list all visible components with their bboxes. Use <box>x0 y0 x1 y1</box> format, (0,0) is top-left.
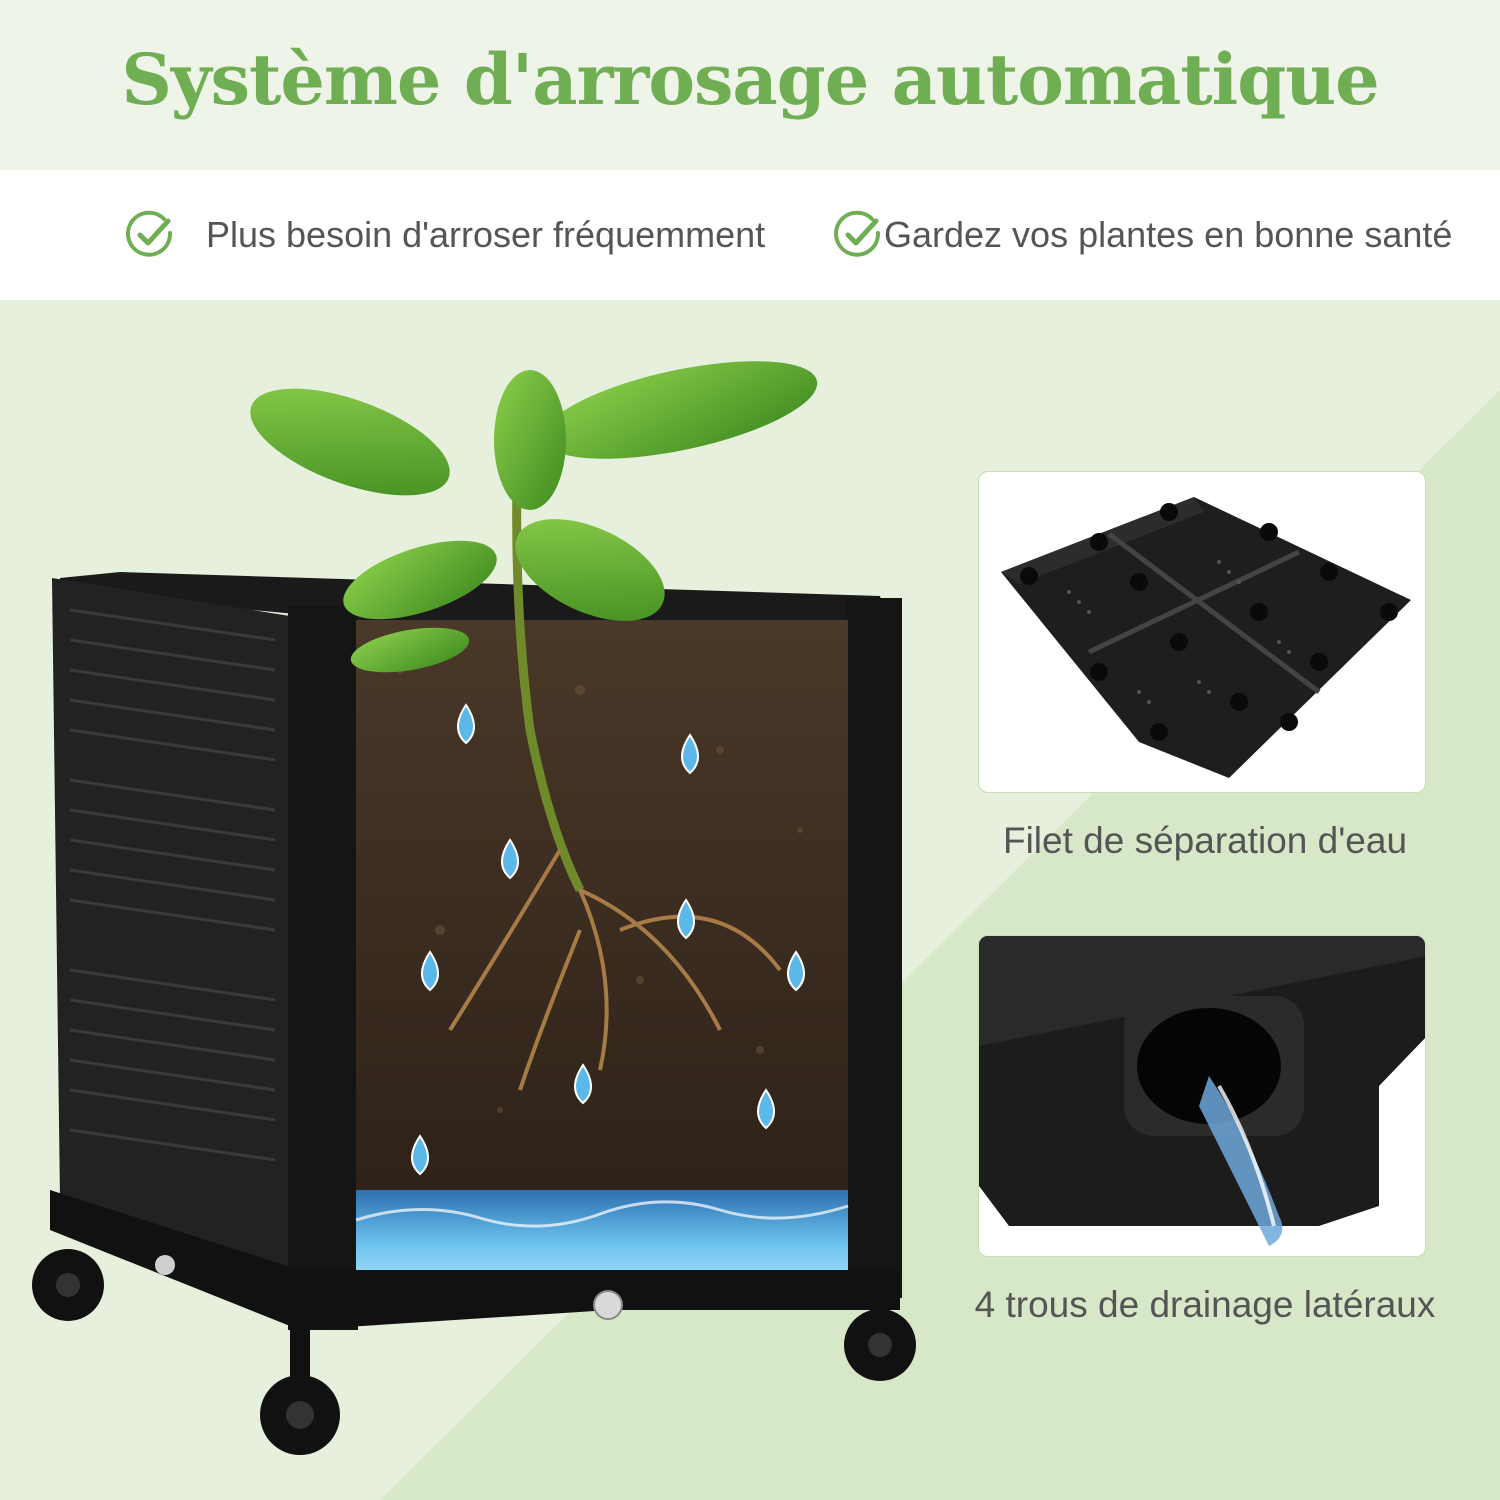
benefit-label: Gardez vos plantes en bonne santé <box>884 214 1453 255</box>
header-band <box>0 0 1500 170</box>
benefit-item: Gardez vos plantes en bonne santé <box>832 208 1452 262</box>
feature-caption: Filet de séparation d'eau <box>1002 820 1408 861</box>
separation-grid-image <box>1001 497 1411 778</box>
benefit-band: Plus besoin d'arroser fréquemment Gardez… <box>0 170 1500 300</box>
check-circle-icon <box>126 210 173 257</box>
check-circle-icon <box>834 210 881 257</box>
drainage-hole-image <box>979 936 1425 1256</box>
feature-caption: 4 trous de drainage latéraux <box>974 1284 1436 1325</box>
page-title: Système d'arrosage automatique <box>121 38 1379 121</box>
feature-image-drainage-hole <box>978 935 1426 1257</box>
planter-illustration <box>32 361 916 1455</box>
benefit-item: Plus besoin d'arroser fréquemment <box>124 208 765 262</box>
benefit-label: Plus besoin d'arroser fréquemment <box>206 214 766 255</box>
feature-image-separation-grid <box>978 471 1426 793</box>
